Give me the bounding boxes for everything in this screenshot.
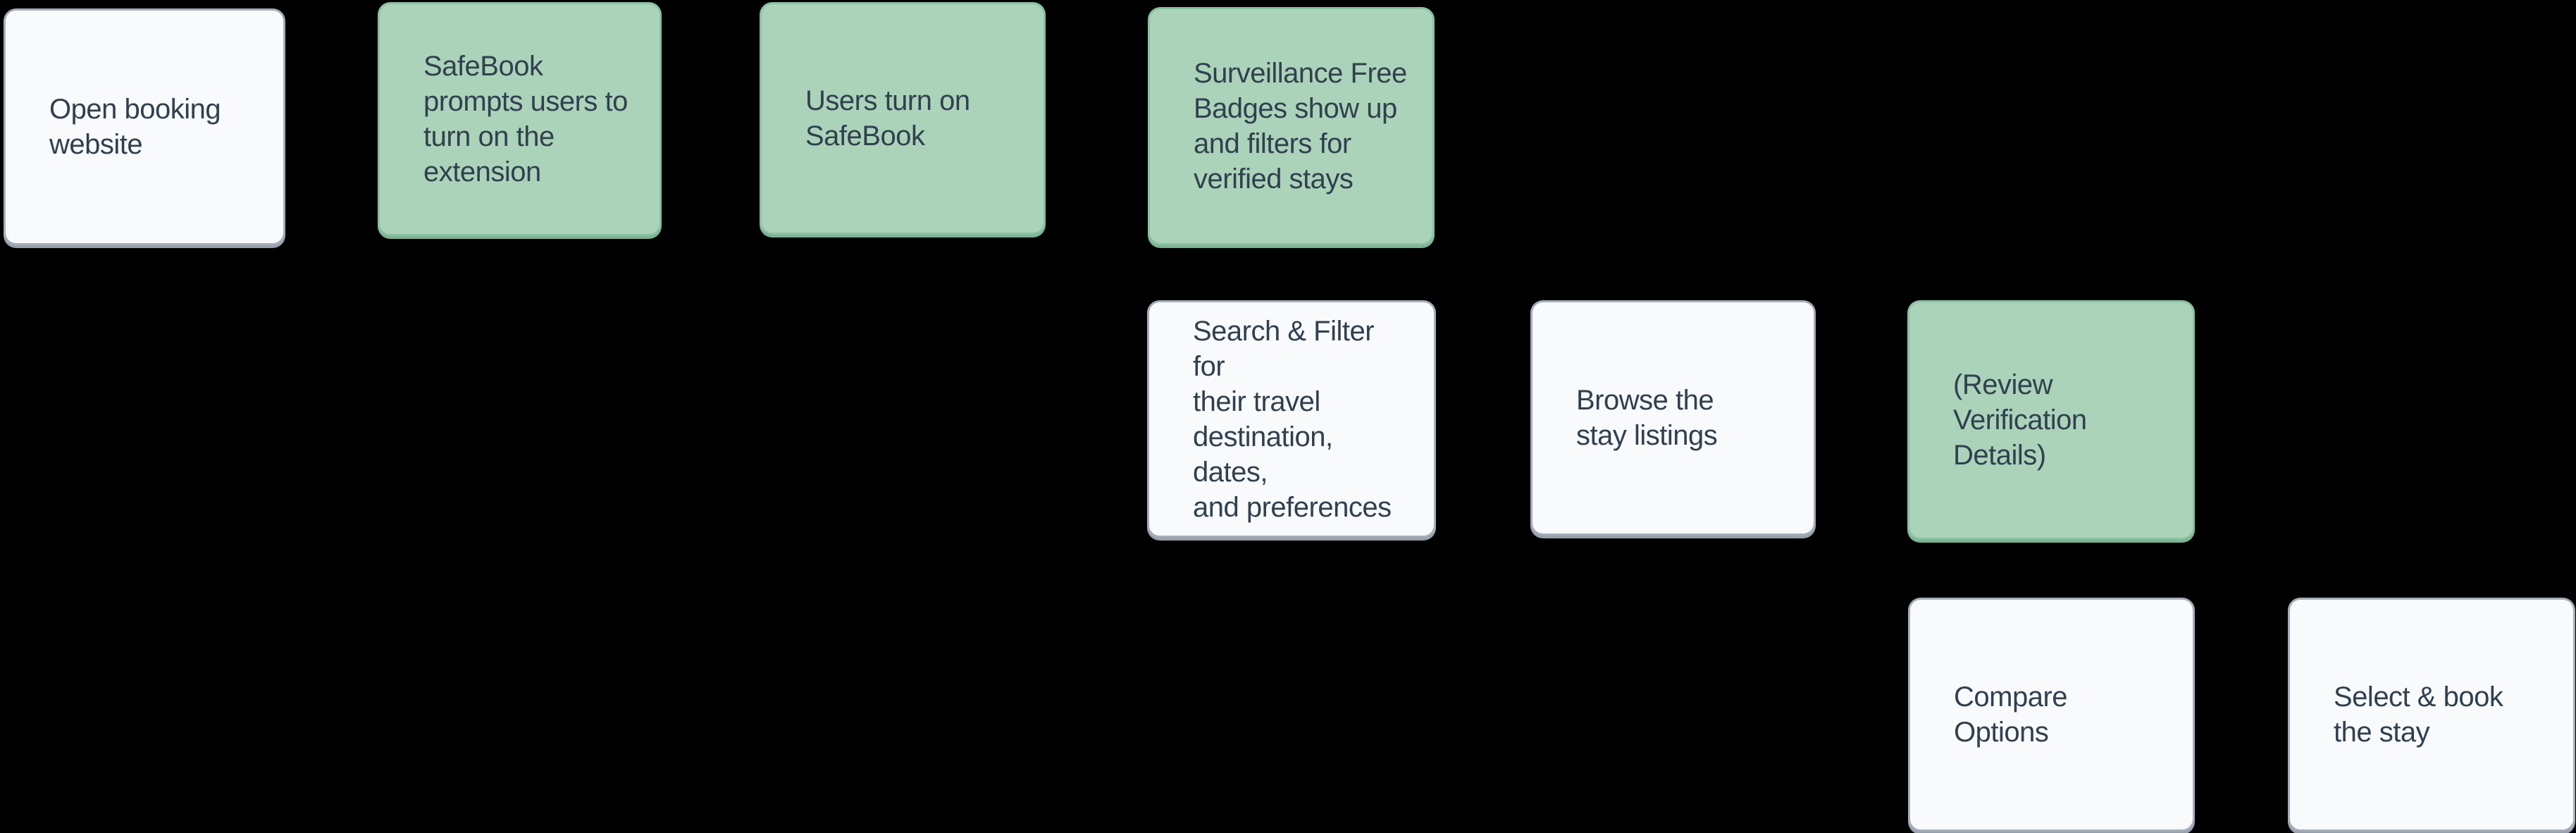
flow-node-label: Compare Options <box>1954 681 2068 748</box>
flow-node-review-verification-details[interactable]: (Review Verification Details) <box>1907 300 2195 540</box>
flow-node-compare-options[interactable]: Compare Options <box>1908 598 2195 832</box>
flow-node-label: Surveillance Free Badges show up and fil… <box>1194 58 1407 195</box>
flow-node-open-booking-website[interactable]: Open booking website <box>4 8 285 245</box>
flow-node-label: Search & Filter for their travel destina… <box>1193 315 1392 523</box>
flow-node-browse-stay-listings[interactable]: Browse the stay listings <box>1530 300 1816 536</box>
flow-node-users-turn-on-safebook[interactable]: Users turn on SafeBook <box>760 2 1046 235</box>
flow-node-select-book-stay[interactable]: Select & book the stay <box>2288 598 2575 832</box>
flow-node-surveillance-free-badges[interactable]: Surveillance Free Badges show up and fil… <box>1148 7 1435 245</box>
flow-node-safebook-prompts-extension[interactable]: SafeBook prompts users to turn on the ex… <box>378 2 662 236</box>
flow-node-label: Open booking website <box>49 94 221 160</box>
flow-node-label: Users turn on SafeBook <box>805 85 970 152</box>
flow-node-search-filter-travel[interactable]: Search & Filter for their travel destina… <box>1147 300 1436 538</box>
flow-node-label: SafeBook prompts users to turn on the ex… <box>423 51 628 187</box>
flow-node-label: (Review Verification Details) <box>1953 369 2087 471</box>
flow-node-label: Select & book the stay <box>2334 681 2503 748</box>
flow-node-label: Browse the stay listings <box>1576 385 1718 451</box>
